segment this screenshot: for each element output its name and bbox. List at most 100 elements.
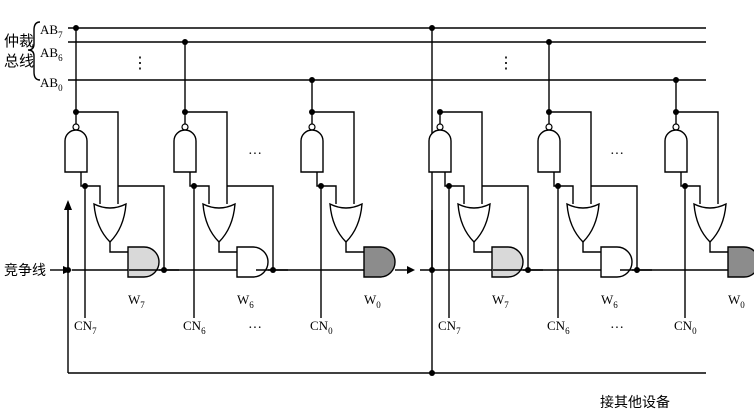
cn-label: CN6: [547, 318, 570, 336]
w-label-main: W: [601, 292, 614, 307]
nand-bubble: [181, 123, 189, 131]
w-label-sub: 6: [249, 300, 254, 310]
bus-ellipsis-left: ⋮: [132, 55, 148, 72]
compete-tap-dot: [429, 267, 435, 273]
cn-junction-dot: [191, 183, 197, 189]
or-gate: [457, 202, 491, 243]
and-feedback-wire: [591, 185, 638, 270]
nand-gate: [428, 129, 452, 173]
cn-label-main: CN: [74, 318, 93, 333]
bus-label-line2: 总线: [4, 53, 34, 70]
or-gate: [566, 202, 600, 243]
cn-junction-dot: [318, 183, 324, 189]
and-gate: [727, 246, 754, 278]
and-gate: [127, 246, 160, 278]
or-gate: [202, 202, 236, 243]
cn-label-sub: 7: [92, 326, 97, 336]
compete-tap-dot: [65, 267, 71, 273]
w-label-sub: 0: [376, 300, 381, 310]
cn-label-main: CN: [438, 318, 457, 333]
w-label-main: W: [728, 292, 741, 307]
and-gate: [600, 246, 633, 278]
bus-line-label-ab6: AB6: [40, 45, 63, 63]
or-feedback-wire: [676, 111, 719, 204]
bus-ellipsis-right: ⋮: [498, 55, 514, 72]
w-label-main: W: [237, 292, 250, 307]
bottom-junction-dot: [429, 370, 435, 376]
w-label-main: W: [128, 292, 141, 307]
w-label: W0: [728, 292, 745, 310]
bus-label: 仲裁 总线: [4, 21, 41, 81]
bus-label-line1: 仲裁: [4, 33, 34, 50]
w-label: W0: [364, 292, 381, 310]
nand-to-or-wire: [444, 172, 465, 204]
and-gate: [236, 246, 269, 278]
cn-label-sub: 6: [201, 326, 206, 336]
nand-to-or-wire: [80, 172, 101, 204]
bus-line-label-ab7: AB7: [40, 22, 63, 40]
or-to-and-wire: [473, 242, 492, 253]
cn-junction-dot: [446, 183, 452, 189]
right-top-junction-dot: [429, 25, 435, 31]
bus-tap-dot: [546, 39, 552, 45]
w-label: W6: [237, 292, 254, 310]
w-label-main: W: [364, 292, 377, 307]
or-feedback-wire: [549, 111, 592, 204]
ellipsis-row2-left: ···: [248, 321, 262, 336]
left-return-arrow: [64, 200, 72, 210]
w-label-sub: 6: [613, 300, 618, 310]
cn-label-sub: 0: [328, 326, 333, 336]
cn-label-sub: 7: [456, 326, 461, 336]
cn-label-main: CN: [547, 318, 566, 333]
or-feedback-wire: [312, 111, 355, 204]
w-label: W7: [128, 292, 145, 310]
bus-tap-dot: [182, 39, 188, 45]
cn-label-main: CN: [674, 318, 693, 333]
cn-label-sub: 0: [692, 326, 697, 336]
nand-bubble: [545, 123, 553, 131]
nand-bubble: [436, 123, 444, 131]
nand-gate: [300, 129, 324, 173]
nand-bubble: [672, 123, 680, 131]
cn-label: CN7: [74, 318, 97, 336]
w-label: W6: [601, 292, 618, 310]
nand-to-or-wire: [316, 172, 337, 204]
to-other-devices-label: 接其他设备: [600, 394, 670, 411]
nand-to-or-wire: [189, 172, 210, 204]
cn-label: CN0: [674, 318, 697, 336]
ellipsis-row1-right: ···: [610, 147, 624, 162]
nand-bubble: [308, 123, 316, 131]
bus-label-brace: [27, 21, 41, 81]
or-to-and-wire: [582, 242, 601, 253]
w-label-sub: 7: [140, 300, 145, 310]
and-output-arrow: [407, 266, 415, 274]
or-gate: [329, 202, 363, 243]
nand-gate: [664, 129, 688, 173]
cn-label-main: CN: [183, 318, 202, 333]
w-label-sub: 0: [740, 300, 745, 310]
w-label-sub: 7: [504, 300, 509, 310]
cn-junction-dot: [82, 183, 88, 189]
cn-label-main: CN: [310, 318, 329, 333]
ellipsis-row1-left: ···: [248, 147, 262, 162]
or-to-and-wire: [709, 242, 728, 253]
or-gate: [693, 202, 727, 243]
or-to-and-wire: [109, 242, 128, 253]
or-to-and-wire: [218, 242, 237, 253]
w-label-main: W: [492, 292, 505, 307]
and-feedback-wire: [227, 185, 274, 270]
nand-gate: [173, 129, 197, 173]
or-feedback-wire: [440, 111, 483, 204]
w-label: W7: [492, 292, 509, 310]
and-feedback-wire: [482, 185, 529, 270]
and-gate: [491, 246, 524, 278]
cn-label-sub: 6: [565, 326, 570, 336]
